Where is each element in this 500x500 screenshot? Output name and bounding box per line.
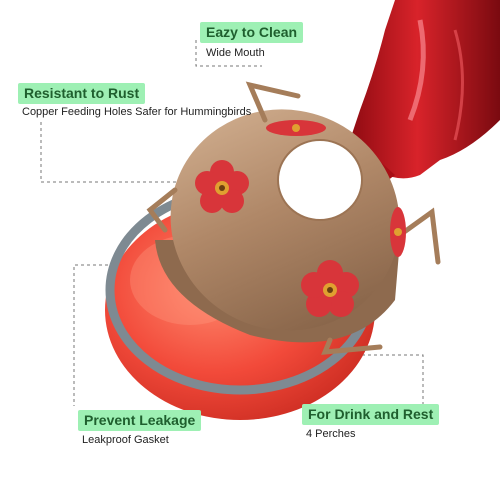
flower-port	[195, 160, 249, 213]
flower-port	[301, 260, 359, 317]
callout-rust-detail: Copper Feeding Holes Safer for Hummingbi…	[22, 106, 252, 118]
callout-perch-title: For Drink and Rest	[302, 404, 440, 425]
flower-port	[390, 207, 406, 257]
callout-clean-title: Eazy to Clean	[200, 22, 304, 43]
callout-leak-title: Prevent Leakage	[78, 410, 202, 431]
callout-leak-detail: Leakproof Gasket	[82, 434, 169, 446]
callout-rust-title: Resistant to Rust	[18, 83, 146, 104]
callout-clean-detail: Wide Mouth	[206, 47, 265, 59]
callout-perch-detail: 4 Perches	[306, 428, 356, 440]
wide-mouth-opening	[277, 139, 363, 221]
perches	[146, 81, 441, 355]
flower-port	[266, 120, 326, 136]
